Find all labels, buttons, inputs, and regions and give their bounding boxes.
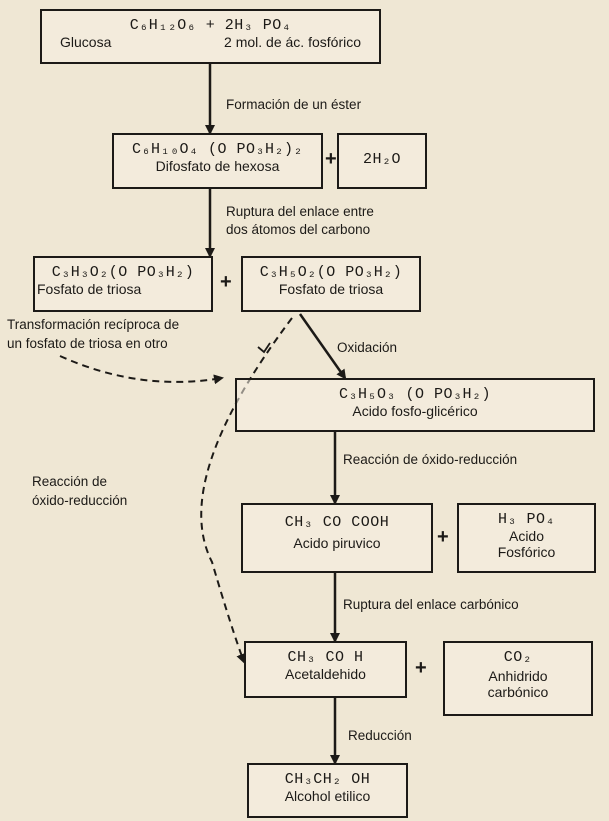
- label-redox-side-line-1: Reacción de: [32, 474, 108, 489]
- plus-sign: +: [437, 526, 449, 548]
- box-pyruvic-acid: CH₃ CO COOH Acido piruvico: [241, 503, 433, 573]
- water-formula: 2H₂O: [362, 151, 401, 168]
- plus-sign: +: [415, 657, 427, 679]
- plus-sign: +: [220, 271, 232, 293]
- box-ethyl-alcohol: CH₃CH₂ OH Alcohol etilico: [247, 763, 408, 818]
- plus-sign: +: [325, 148, 337, 170]
- label-reduction: Reducción: [348, 728, 412, 743]
- arrow-triose-to-phosphoglyceric: [298, 313, 347, 380]
- phosphoric-formula: H₃ PO₄: [497, 511, 555, 528]
- box-triose-phosphate-2: C₃H₅O₂(O PO₃H₂) Fosfato de triosa: [241, 256, 421, 312]
- box-phosphoric-acid: H₃ PO₄ Acido Fosfórico: [457, 503, 596, 573]
- dashed-interconversion-arc: [59, 355, 224, 385]
- glucose-name: Glucosa: [60, 34, 112, 51]
- label-ester-formation: Formación de un éster: [226, 97, 362, 112]
- box-phosphoglyceric-acid: C₃H₅O₃ (O PO₃H₂) Acido fosfo-glicérico: [235, 378, 595, 432]
- phosphoric-acid-moles: 2 mol. de ác. fosfórico: [224, 34, 361, 51]
- hexose-diphosphate-name: Difosfato de hexosa: [155, 158, 280, 175]
- co2-name-line-1: Anhidrido: [488, 668, 548, 685]
- label-redox-side-line-2: óxido-reducción: [32, 493, 128, 508]
- triose-phosphate-2-name: Fosfato de triosa: [278, 281, 384, 298]
- glucose-formula: C₆H₁₂O₆ + 2H₃ PO₄: [129, 17, 292, 34]
- label-transformation-line-2: un fosfato de triosa en otro: [7, 336, 168, 351]
- pyruvic-formula: CH₃ CO COOH: [284, 514, 390, 531]
- ethanol-name: Alcohol etilico: [284, 788, 371, 805]
- phosphoric-name-line-1: Acido: [508, 528, 545, 545]
- label-rupture-line-1: Ruptura del enlace entre: [226, 204, 374, 219]
- label-rupture-line-2: dos átomos del carbono: [226, 222, 371, 237]
- label-transformation-line-1: Transformación recíproca de: [7, 317, 180, 332]
- triose-phosphate-1-formula: C₃H₃O₂(O PO₃H₂): [51, 264, 195, 281]
- triose-phosphate-2-formula: C₃H₅O₂(O PO₃H₂): [259, 264, 403, 281]
- co2-name-line-2: carbónico: [487, 684, 549, 701]
- box-acetaldehyde: CH₃ CO H Acetaldehido: [244, 641, 407, 698]
- dashed-redox-curve: [200, 317, 293, 664]
- triose-phosphate-1-name: Fosfato de triosa: [37, 281, 142, 298]
- phosphoglyceric-formula: C₃H₅O₃ (O PO₃H₂): [338, 386, 492, 403]
- label-redox-main: Reacción de óxido-reducción: [343, 452, 518, 467]
- glucose-names: Glucosa 2 mol. de ác. fosfórico: [42, 34, 379, 50]
- label-oxidation: Oxidación: [337, 340, 398, 355]
- box-carbon-dioxide: CO₂ Anhidrido carbónico: [443, 641, 593, 716]
- box-triose-phosphate-1: C₃H₃O₂(O PO₃H₂) Fosfato de triosa: [33, 256, 213, 312]
- box-hexose-diphosphate: C₆H₁₀O₄ (O PO₃H₂)₂ Difosfato de hexosa: [112, 133, 323, 189]
- co2-formula: CO₂: [503, 649, 533, 666]
- acetaldehyde-name: Acetaldehido: [285, 666, 366, 683]
- box-water: 2H₂O: [337, 133, 427, 189]
- ethanol-formula: CH₃CH₂ OH: [284, 771, 371, 788]
- label-carbonic-rupture: Ruptura del enlace carbónico: [343, 597, 519, 612]
- hexose-diphosphate-formula: C₆H₁₀O₄ (O PO₃H₂)₂: [131, 141, 304, 158]
- phosphoric-name-line-2: Fosfórico: [497, 544, 556, 561]
- pyruvic-name: Acido piruvico: [293, 535, 381, 552]
- acetaldehyde-formula: CH₃ CO H: [287, 649, 364, 666]
- box-glucose: C₆H₁₂O₆ + 2H₃ PO₄ Glucosa 2 mol. de ác. …: [40, 9, 381, 64]
- phosphoglyceric-name: Acido fosfo-glicérico: [352, 403, 478, 420]
- dashed-checkmark: [257, 342, 271, 354]
